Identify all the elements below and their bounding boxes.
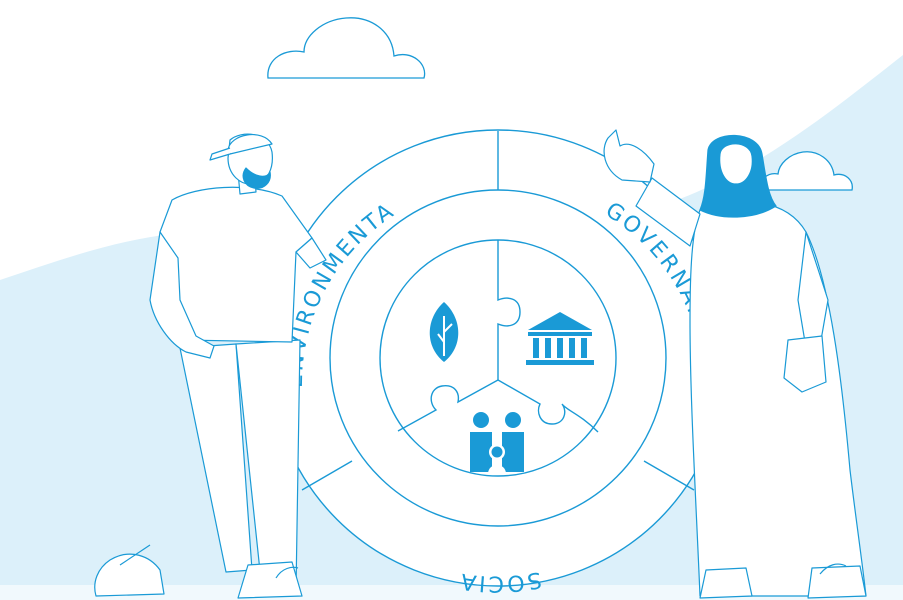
- bank-building-icon: [526, 312, 594, 365]
- plant-sprig-icon: [275, 563, 847, 579]
- cloud-icon: [759, 151, 853, 191]
- family-icon: [470, 412, 524, 474]
- puzzle-divider-top: [497, 240, 521, 380]
- cloud-icon: [267, 17, 426, 79]
- woman-figure: [603, 129, 867, 599]
- puzzle-divider-right: [497, 379, 599, 433]
- puzzle-divider-left: [397, 379, 499, 432]
- leaf-icon: [429, 302, 459, 362]
- man-figure: [94, 133, 327, 599]
